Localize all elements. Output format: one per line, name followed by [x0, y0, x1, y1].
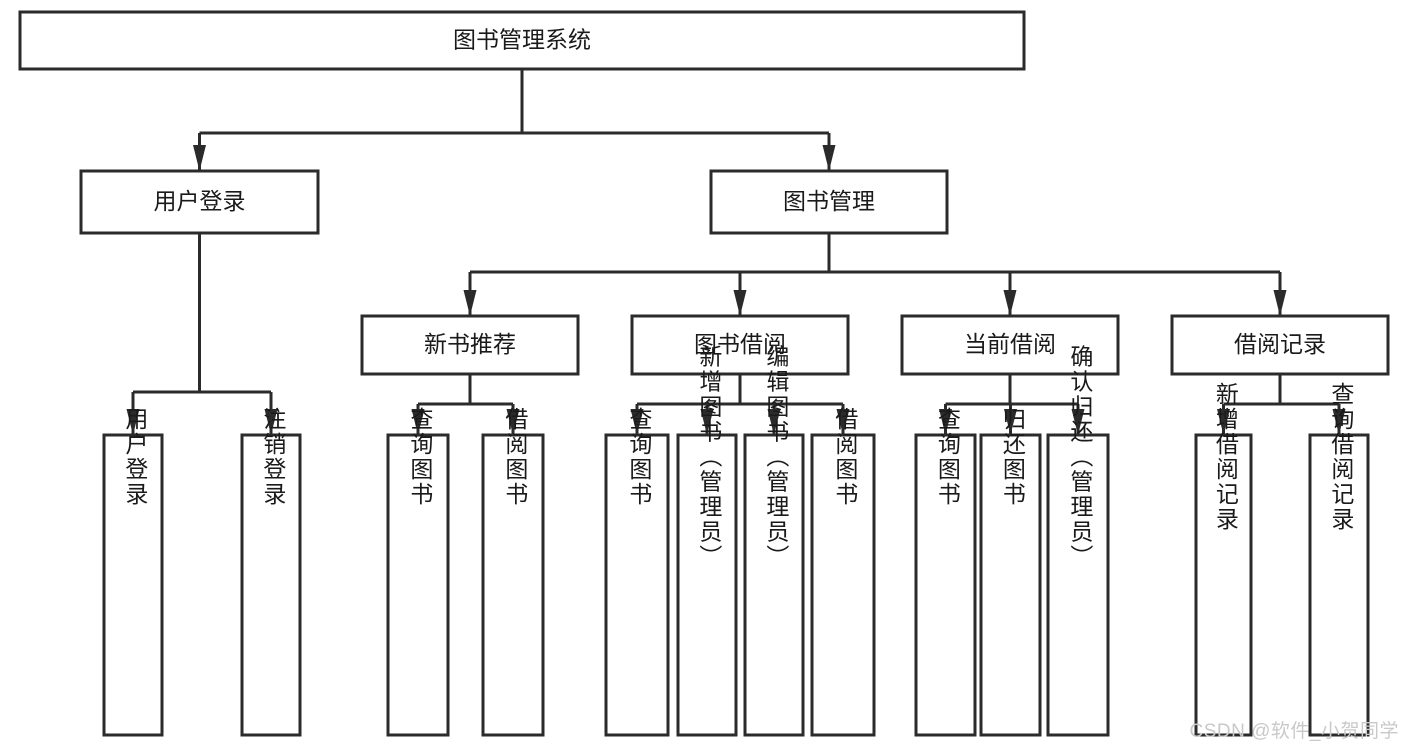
node-leaf-edit-book[interactable]: 编辑图书（管理员） [743, 345, 805, 737]
arrow-head-icon [1071, 409, 1085, 435]
arrow-head-icon [700, 409, 714, 435]
node-box-current-borrow [900, 314, 1120, 376]
node-leaf-query-book-1[interactable]: 查询图书 [386, 407, 450, 737]
edge-group-current-borrow [939, 374, 1085, 435]
node-box-root [18, 10, 1026, 71]
edge-group-book-borrow [630, 374, 850, 435]
node-label-leaf-query-book-2: 查询图书 [626, 407, 653, 507]
node-book-borrow[interactable]: 图书借阅 [630, 314, 850, 376]
node-label-leaf-borrow-book-1: 借阅图书 [502, 407, 529, 507]
node-leaf-borrow-book-2[interactable]: 借阅图书 [810, 407, 876, 737]
edge-group-borrow-record [1217, 374, 1346, 435]
node-box-leaf-logout [240, 433, 302, 737]
arrow-head-icon [733, 290, 747, 316]
node-label-leaf-query-book-3: 查询图书 [934, 407, 961, 507]
node-leaf-confirm-return[interactable]: 确认归还（管理员） [1046, 345, 1110, 737]
node-box-user-login [79, 169, 320, 235]
node-leaf-query-book-3[interactable]: 查询图书 [914, 407, 977, 737]
node-label-root: 图书管理系统 [453, 27, 591, 53]
node-user-login[interactable]: 用户登录 [79, 169, 320, 235]
arrow-head-icon [463, 290, 477, 316]
node-label-leaf-add-record: 新增借阅记录 [1212, 382, 1239, 532]
arrow-head-icon [1273, 290, 1287, 316]
node-box-leaf-query-book-3 [914, 433, 977, 737]
arrow-head-icon [1003, 290, 1017, 316]
csdn-watermark: CSDN @软件_小贺同学 [1189, 721, 1399, 742]
node-label-leaf-borrow-book-2: 借阅图书 [832, 407, 859, 507]
node-label-leaf-user-login: 用户登录 [122, 407, 149, 507]
node-leaf-user-login[interactable]: 用户登录 [102, 407, 164, 737]
node-book-manage[interactable]: 图书管理 [709, 169, 949, 235]
node-label-borrow-record: 借阅记录 [1234, 331, 1326, 357]
node-new-book-rec[interactable]: 新书推荐 [360, 314, 580, 376]
node-box-book-borrow [630, 314, 850, 376]
node-leaf-query-book-2[interactable]: 查询图书 [604, 407, 670, 737]
node-box-leaf-query-book-2 [604, 433, 670, 737]
node-label-leaf-edit-book: 编辑图书（管理员） [763, 345, 790, 570]
arrow-head-icon [1332, 409, 1346, 435]
node-box-leaf-add-book [676, 433, 738, 737]
node-box-new-book-rec [360, 314, 580, 376]
arrow-head-icon [836, 409, 850, 435]
node-leaf-query-record[interactable]: 查询借阅记录 [1308, 382, 1370, 737]
node-box-leaf-add-record [1194, 433, 1253, 737]
edge-group-book-manage [463, 233, 1287, 316]
arrow-head-icon [822, 145, 836, 171]
node-label-leaf-return-book: 归还图书 [999, 407, 1026, 507]
arrow-head-icon [264, 409, 278, 435]
arrow-head-icon [1217, 409, 1230, 435]
node-box-leaf-confirm-return [1046, 433, 1110, 737]
node-leaf-borrow-book-1[interactable]: 借阅图书 [481, 407, 545, 737]
connector-edges-layer [126, 69, 1346, 435]
arrow-head-icon [506, 409, 520, 435]
arrow-head-icon [126, 409, 140, 435]
arrow-head-icon [630, 409, 644, 435]
node-box-leaf-user-login [102, 433, 164, 737]
node-box-leaf-return-book [979, 433, 1042, 737]
node-label-current-borrow: 当前借阅 [964, 331, 1056, 357]
node-box-leaf-borrow-book-1 [481, 433, 545, 737]
arrow-head-icon [193, 145, 206, 171]
node-current-borrow[interactable]: 当前借阅 [900, 314, 1120, 376]
node-label-leaf-confirm-return: 确认归还（管理员） [1067, 345, 1094, 570]
node-box-borrow-record [1170, 314, 1390, 376]
node-box-leaf-edit-book [743, 433, 805, 737]
node-box-leaf-query-book-1 [386, 433, 450, 737]
node-leaf-add-record[interactable]: 新增借阅记录 [1194, 382, 1253, 737]
node-borrow-record[interactable]: 借阅记录 [1170, 314, 1390, 376]
edge-group-root [193, 69, 836, 171]
arrow-head-icon [939, 409, 952, 435]
node-label-leaf-query-record: 查询借阅记录 [1328, 382, 1355, 532]
node-label-book-manage: 图书管理 [783, 188, 875, 214]
arrow-head-icon [767, 409, 781, 435]
arrow-head-icon [411, 409, 425, 435]
node-root[interactable]: 图书管理系统 [18, 10, 1026, 71]
node-label-new-book-rec: 新书推荐 [424, 331, 516, 357]
arrow-head-icon [1004, 409, 1017, 435]
node-leaf-add-book[interactable]: 新增图书（管理员） [676, 345, 738, 737]
node-box-leaf-borrow-book-2 [810, 433, 876, 737]
node-boxes-layer: 图书管理系统用户登录图书管理新书推荐图书借阅当前借阅借阅记录用户登录注销登录查询… [18, 10, 1390, 737]
node-box-book-manage [709, 169, 949, 235]
node-box-leaf-query-record [1308, 433, 1370, 737]
node-label-book-borrow: 图书借阅 [694, 331, 786, 357]
node-label-leaf-query-book-1: 查询图书 [407, 407, 434, 507]
node-label-leaf-logout: 注销登录 [260, 407, 287, 507]
node-label-user-login: 用户登录 [154, 188, 246, 214]
node-label-leaf-add-book: 新增图书（管理员） [696, 345, 723, 570]
node-leaf-return-book[interactable]: 归还图书 [979, 407, 1042, 737]
node-leaf-logout[interactable]: 注销登录 [240, 407, 302, 737]
edge-group-user-login [126, 233, 278, 435]
edge-group-new-book-rec [411, 374, 520, 435]
